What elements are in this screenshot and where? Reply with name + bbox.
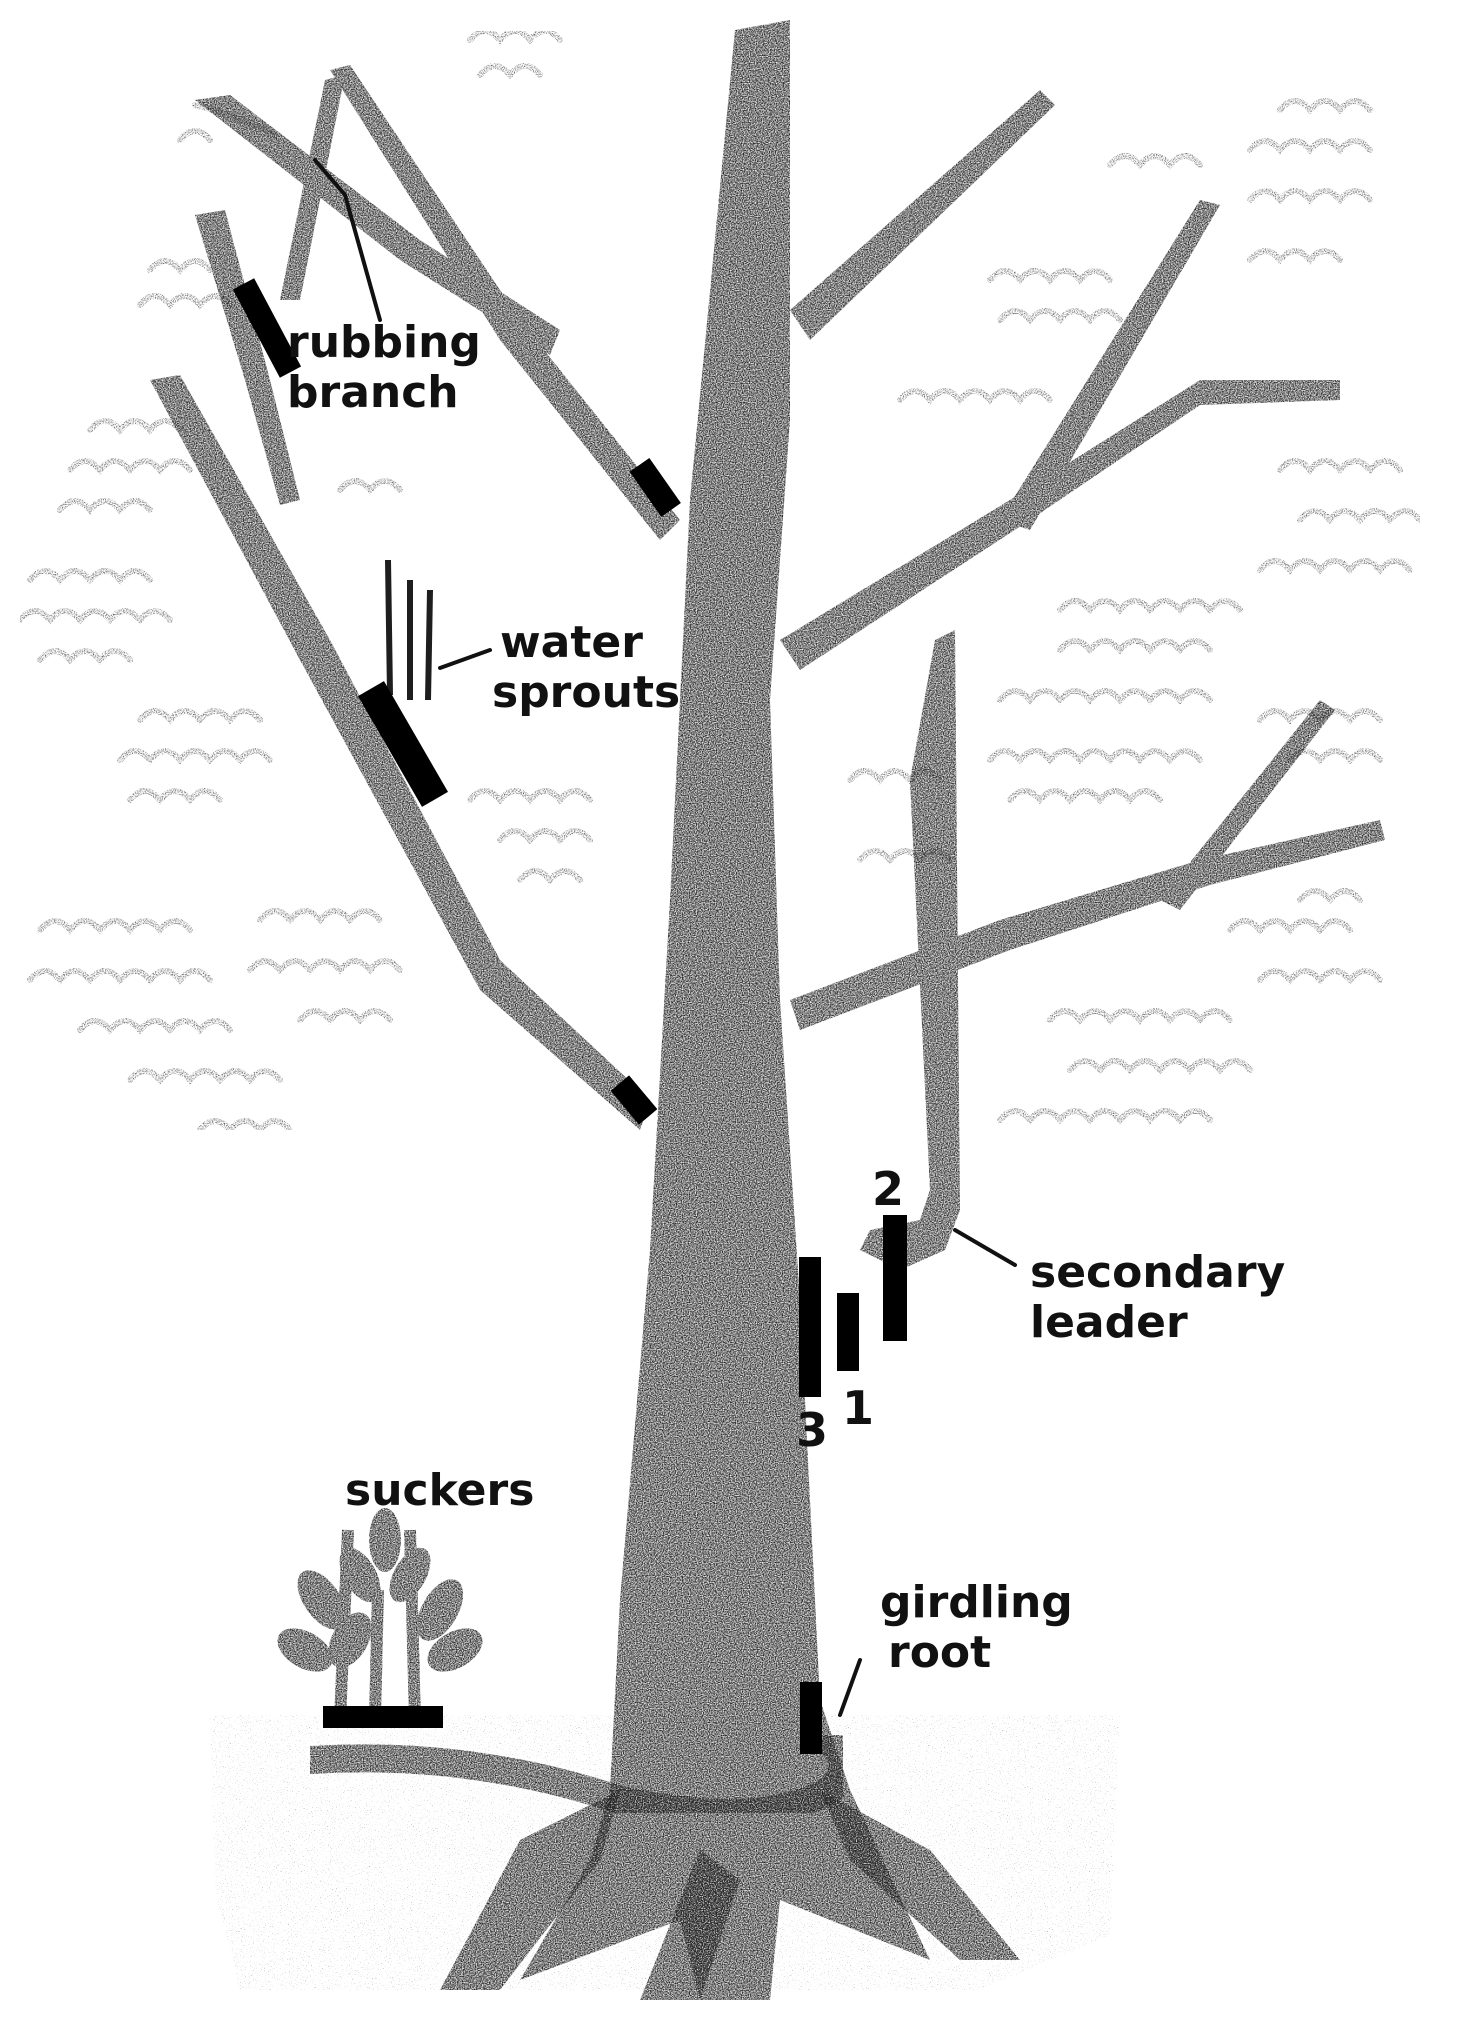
label-secondary-leader: secondary leader	[1030, 1248, 1285, 1348]
cut-mark-girdling-root	[800, 1682, 822, 1754]
label-girdling-root-line2: root	[880, 1628, 1073, 1678]
water-sprouts-shape	[388, 560, 430, 700]
cut-mark-1	[837, 1293, 859, 1371]
trunk	[520, 20, 930, 2000]
label-suckers: suckers	[345, 1466, 534, 1516]
label-rubbing-branch-line2: branch	[287, 368, 481, 418]
label-water-sprouts-line1: water	[492, 618, 680, 668]
cut-number-2: 2	[872, 1166, 904, 1212]
label-rubbing-branch-line1: rubbing	[287, 318, 481, 368]
cut-mark-2	[883, 1215, 907, 1341]
label-suckers-text: suckers	[345, 1466, 534, 1516]
cut-mark-3	[799, 1257, 821, 1397]
leader-water-sprouts	[440, 650, 490, 668]
label-water-sprouts: water sprouts	[492, 618, 680, 718]
cut-mark-suckers	[323, 1706, 443, 1728]
suckers-shape	[270, 1508, 490, 1720]
label-secondary-leader-line2: leader	[1030, 1298, 1285, 1348]
label-rubbing-branch: rubbing branch	[287, 318, 481, 418]
cut-number-1: 1	[842, 1385, 874, 1431]
cut-number-3: 3	[796, 1407, 828, 1453]
leader-girdling-root	[840, 1660, 860, 1715]
label-secondary-leader-line1: secondary	[1030, 1248, 1285, 1298]
label-girdling-root-line1: girdling	[880, 1578, 1073, 1628]
label-girdling-root: girdling root	[880, 1578, 1073, 1678]
leader-secondary-leader	[955, 1230, 1015, 1265]
label-water-sprouts-line2: sprouts	[492, 668, 680, 718]
